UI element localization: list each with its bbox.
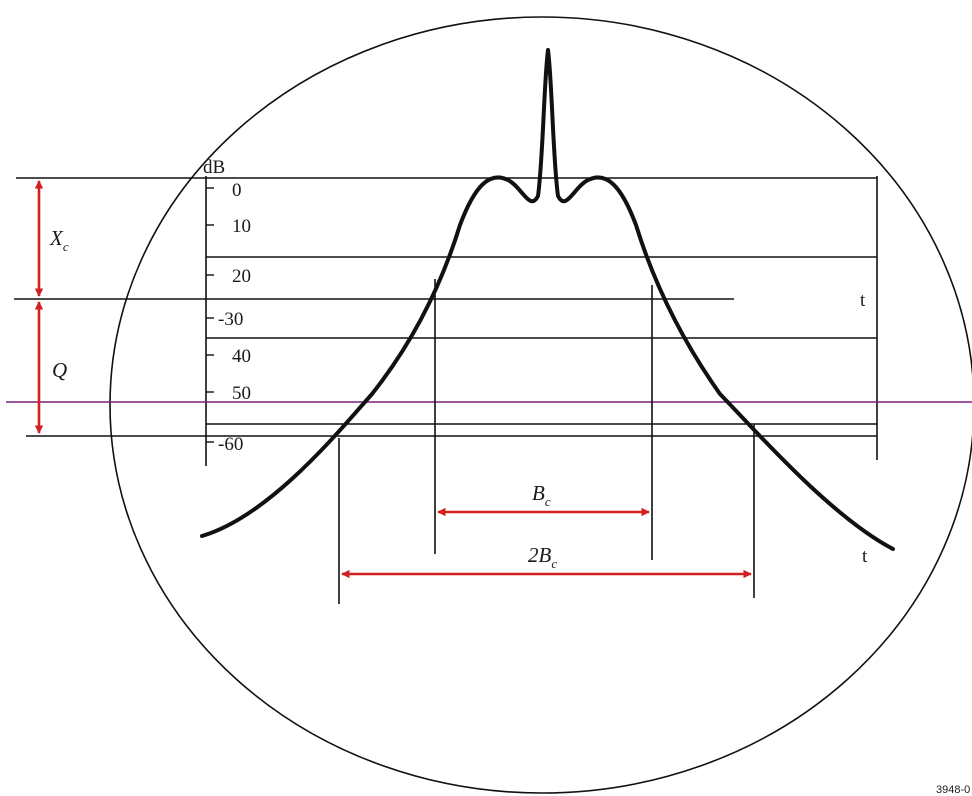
bc-label: Bc <box>532 481 551 509</box>
scale-ticks <box>206 187 214 443</box>
reference-lines <box>14 177 877 437</box>
q-label: Q <box>52 358 67 382</box>
scale-label-50: 50 <box>232 383 251 404</box>
display-screen-circle <box>109 16 972 794</box>
scale-label-60: -60 <box>218 434 243 455</box>
scale-label-40: 40 <box>232 346 251 367</box>
scale-label-10: 10 <box>232 216 251 237</box>
scale-label-30: -30 <box>218 309 243 330</box>
bandwidth-markers <box>338 279 755 604</box>
scale-label-20: 20 <box>232 266 251 287</box>
time-label-lower: t <box>862 546 868 567</box>
spectrum-curve <box>200 48 895 551</box>
xc-label: Xc <box>49 226 69 254</box>
scale-label-0: 0 <box>232 180 242 201</box>
figure-id: 3948-0 <box>936 784 970 796</box>
two-bc-label: 2Bc <box>528 543 557 571</box>
time-label-upper: t <box>860 290 866 311</box>
measurement-arrows <box>34 180 752 579</box>
db-unit-label: dB <box>203 157 225 178</box>
